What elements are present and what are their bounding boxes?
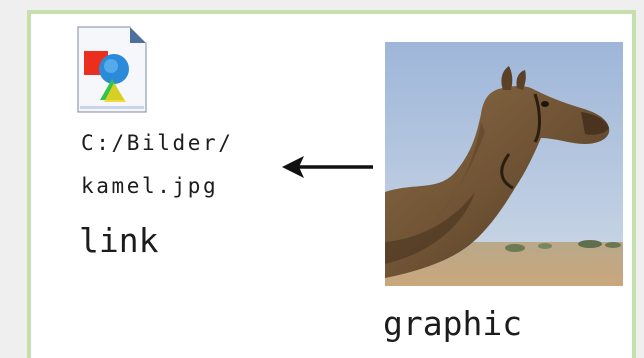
graphic-label: graphic — [383, 304, 523, 343]
camel-photo — [385, 42, 623, 286]
arrow-left-icon — [282, 154, 374, 180]
file-path-line-2: kamel.jpg — [81, 174, 219, 198]
link-label: link — [79, 221, 159, 260]
image-file-icon — [76, 26, 148, 114]
file-path-line-1: C:/Bilder/ — [81, 131, 234, 155]
